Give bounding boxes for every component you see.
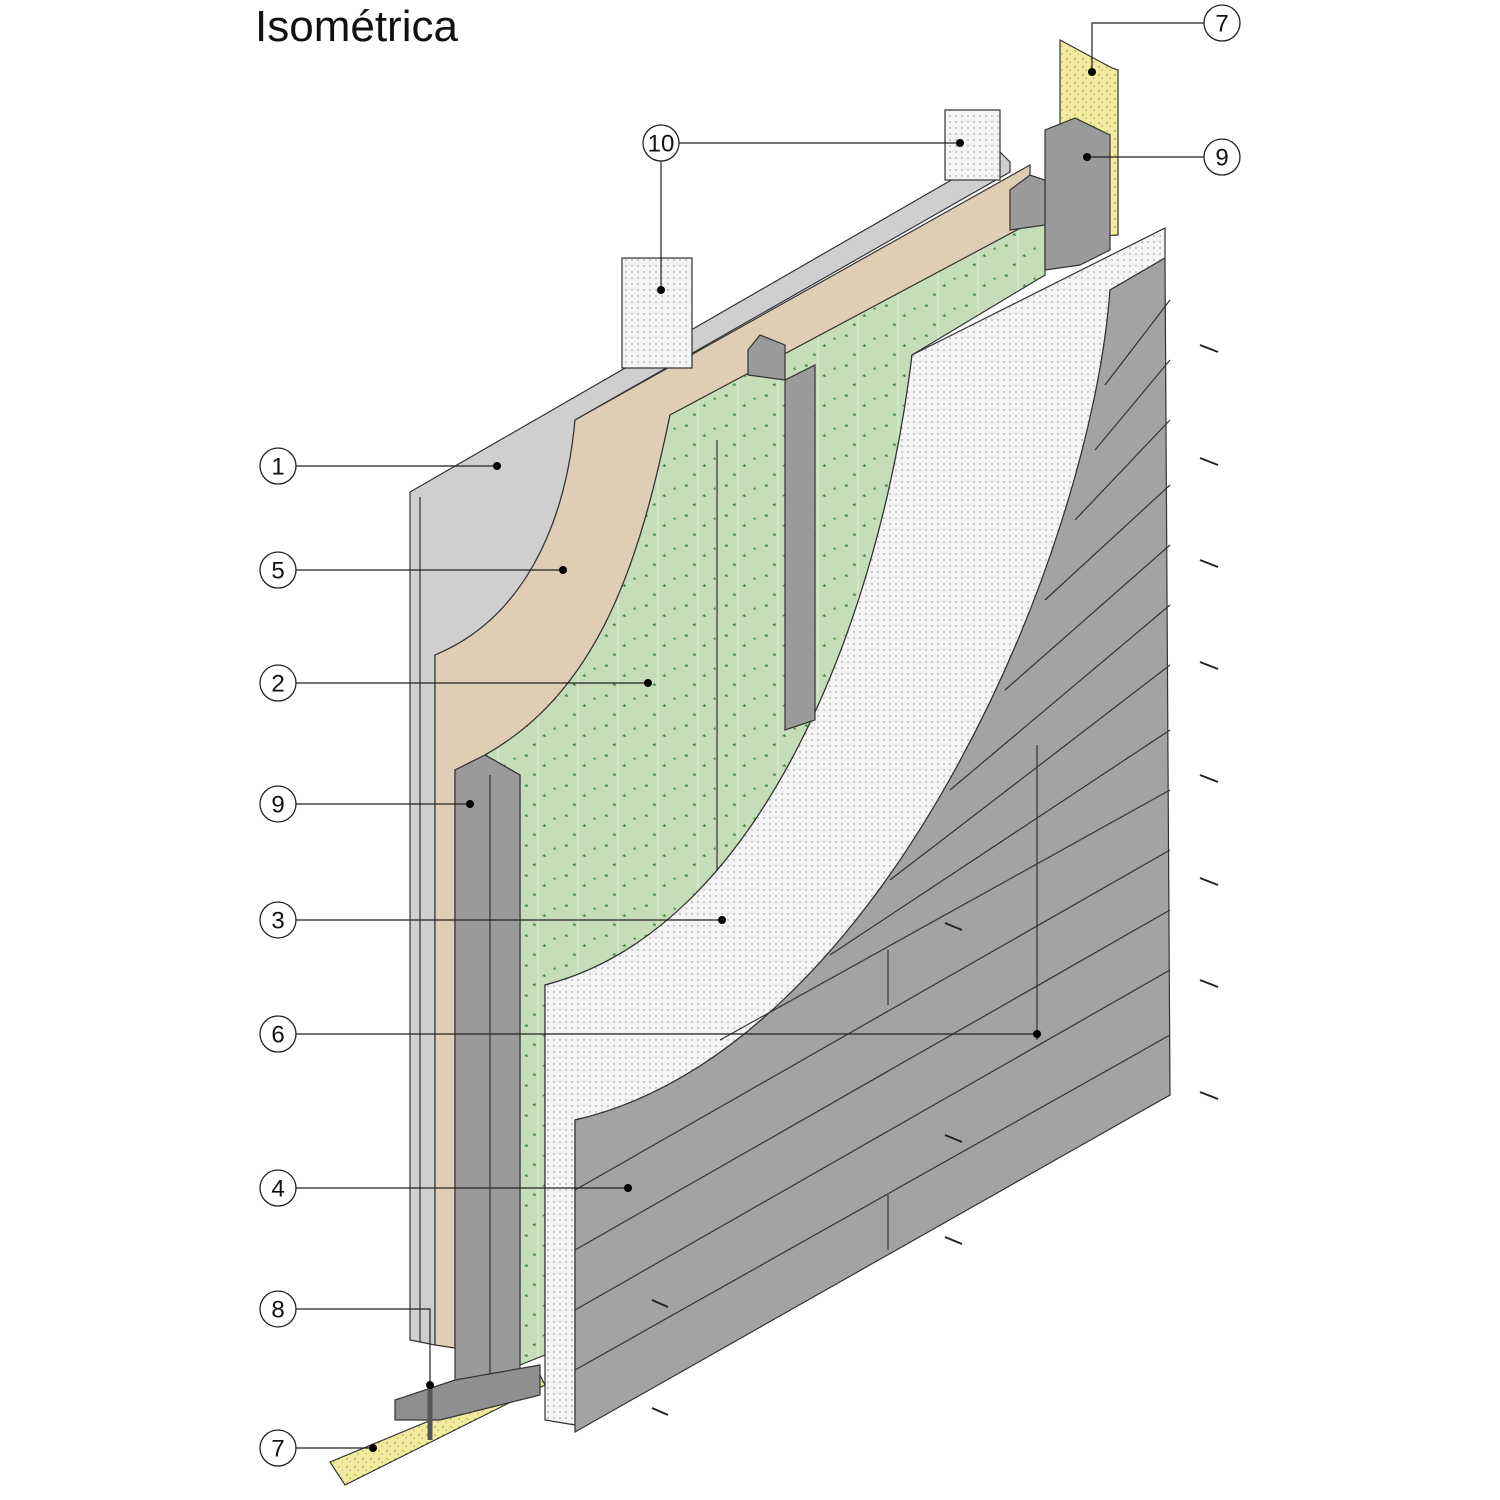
svg-text:10: 10 — [648, 131, 675, 158]
bracket-10-left — [621, 257, 693, 369]
svg-text:1: 1 — [271, 454, 284, 481]
screws — [427, 344, 1219, 1440]
bracket-10-right — [944, 109, 1001, 181]
svg-text:9: 9 — [271, 792, 284, 819]
callout-7-bottom: 7 — [259, 1429, 297, 1467]
callout-5: 5 — [259, 551, 297, 589]
callout-9-left: 9 — [259, 785, 297, 823]
svg-text:7: 7 — [1215, 11, 1228, 38]
svg-text:4: 4 — [271, 1176, 284, 1203]
callout-3: 3 — [259, 901, 297, 939]
svg-text:3: 3 — [271, 908, 284, 935]
callout-2: 2 — [259, 664, 297, 702]
svg-text:2: 2 — [271, 671, 284, 698]
svg-text:7: 7 — [271, 1436, 284, 1463]
svg-text:8: 8 — [271, 1297, 284, 1324]
lap-siding-4 — [574, 256, 1171, 1434]
siding-lap-lines — [574, 299, 1171, 1371]
callout-7-top: 7 — [1203, 4, 1241, 42]
callout-8: 8 — [259, 1290, 297, 1328]
callout-6: 6 — [259, 1015, 297, 1053]
steel-studs-9 — [394, 117, 1111, 1421]
callout-9-right: 9 — [1203, 138, 1241, 176]
callout-10: 10 — [642, 124, 680, 162]
svg-text:5: 5 — [271, 558, 284, 585]
diagram-title: Isométrica — [255, 2, 458, 51]
callout-4: 4 — [259, 1169, 297, 1207]
leader-lines — [296, 22, 1204, 1452]
svg-text:6: 6 — [271, 1022, 284, 1049]
callout-1: 1 — [259, 447, 297, 485]
svg-text:9: 9 — [1215, 145, 1228, 172]
